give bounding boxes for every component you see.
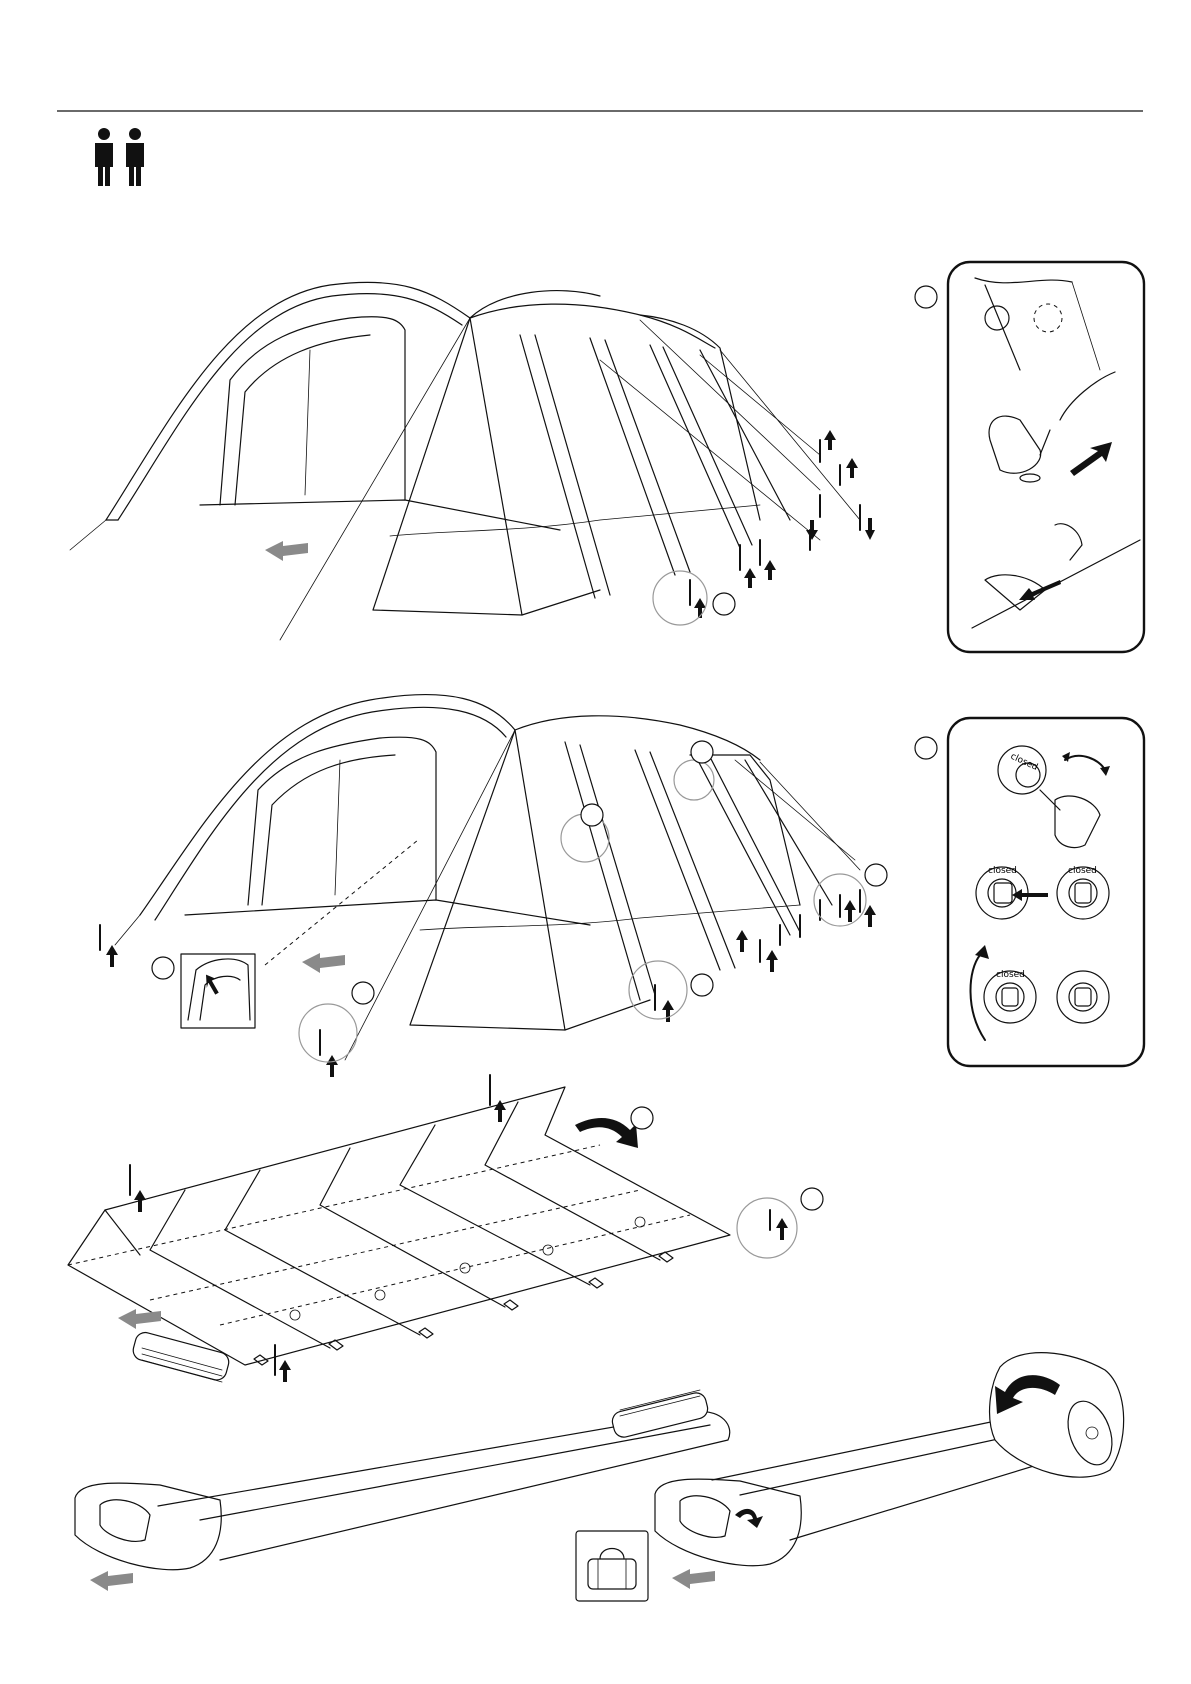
circle-marker-icon bbox=[691, 974, 713, 996]
two-persons-icon bbox=[95, 128, 144, 186]
black-arrow-icon bbox=[694, 430, 875, 618]
valve-pad bbox=[131, 1330, 231, 1382]
detail-panel-valve: closed closed closed closed bbox=[915, 718, 1144, 1066]
bag-pack-illustration-right bbox=[655, 1353, 1124, 1589]
curved-arrow-icon bbox=[575, 1118, 638, 1148]
gray-arrow-icon bbox=[90, 1571, 133, 1591]
circle-marker-icon bbox=[352, 982, 374, 1004]
gray-arrow-icon bbox=[118, 1309, 161, 1329]
black-arrow-icon bbox=[134, 1100, 788, 1382]
circle-marker-icon bbox=[691, 741, 713, 763]
circle-marker-icon bbox=[581, 804, 603, 826]
valve-label-2: closed bbox=[988, 866, 1017, 876]
carry-bag-icon bbox=[576, 1531, 648, 1601]
tent-illustration-2 bbox=[100, 695, 887, 1077]
circle-marker-icon bbox=[152, 957, 174, 979]
circle-marker-icon bbox=[631, 1107, 653, 1129]
zoom-ring bbox=[653, 571, 707, 625]
gray-arrow-icon bbox=[302, 953, 345, 973]
circle-marker-icon bbox=[801, 1188, 823, 1210]
valve-label-3: closed bbox=[1068, 866, 1097, 876]
detail-panel-peg-guyline bbox=[915, 262, 1144, 652]
circle-marker-icon bbox=[915, 286, 937, 308]
zoom-ring bbox=[299, 1004, 357, 1062]
circle-marker-icon bbox=[915, 737, 937, 759]
tent-illustration-1 bbox=[70, 282, 875, 640]
flat-tent-illustration bbox=[68, 1075, 823, 1382]
circle-marker-icon bbox=[865, 864, 887, 886]
door-inset bbox=[181, 954, 255, 1028]
circle-marker-icon bbox=[713, 593, 735, 615]
valve-label-4: closed bbox=[996, 970, 1025, 980]
gray-arrow-icon bbox=[265, 541, 308, 561]
gray-arrow-icon bbox=[672, 1569, 715, 1589]
